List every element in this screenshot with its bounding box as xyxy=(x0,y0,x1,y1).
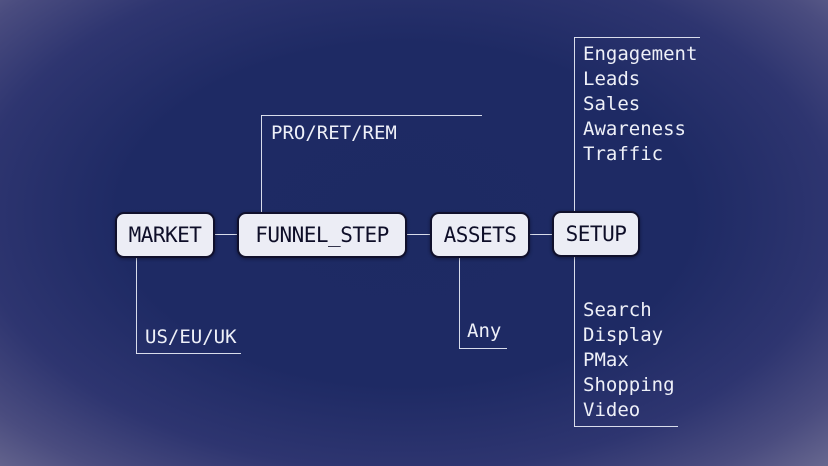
goals-bracket-line xyxy=(574,37,700,39)
assets-values-label: Any xyxy=(467,320,502,342)
types-bracket-line xyxy=(574,426,678,428)
goal-item: Traffic xyxy=(583,143,664,165)
goal-item: Awareness xyxy=(583,118,686,140)
node-market[interactable]: MARKET xyxy=(115,212,215,258)
node-funnel-step-label: FUNNEL_STEP xyxy=(255,223,389,247)
connector-funnel-assets xyxy=(405,234,432,236)
node-assets-label: ASSETS xyxy=(443,223,517,247)
goal-item: Leads xyxy=(583,68,641,90)
funnel-step-values-label: PRO/RET/REM xyxy=(271,122,397,144)
type-item: Search xyxy=(583,299,652,321)
node-assets[interactable]: ASSETS xyxy=(430,212,530,258)
connector-assets-setup xyxy=(528,234,554,236)
funnel-annotation-horizontal-line xyxy=(261,115,482,117)
node-funnel-step[interactable]: FUNNEL_STEP xyxy=(237,212,407,258)
connector-market-funnel xyxy=(213,234,239,236)
node-market-label: MARKET xyxy=(128,223,202,247)
node-setup[interactable]: SETUP xyxy=(552,211,640,257)
node-setup-label: SETUP xyxy=(565,222,627,246)
type-item: Display xyxy=(583,324,664,346)
market-annotation-horizontal-line xyxy=(136,352,241,354)
goal-item: Engagement xyxy=(583,43,698,65)
type-item: PMax xyxy=(583,349,629,371)
setup-types-list: Search Display PMax Shopping Video xyxy=(583,298,675,423)
goal-item: Sales xyxy=(583,93,641,115)
funnel-annotation-vertical-line xyxy=(261,115,263,213)
market-values-label: US/EU/UK xyxy=(145,326,237,348)
assets-annotation-horizontal-line xyxy=(459,347,507,349)
assets-annotation-vertical-line xyxy=(459,258,461,349)
type-item: Shopping xyxy=(583,374,675,396)
market-annotation-vertical-line xyxy=(136,258,138,354)
setup-goals-list: Engagement Leads Sales Awareness Traffic xyxy=(583,42,697,167)
type-item: Video xyxy=(583,399,641,421)
